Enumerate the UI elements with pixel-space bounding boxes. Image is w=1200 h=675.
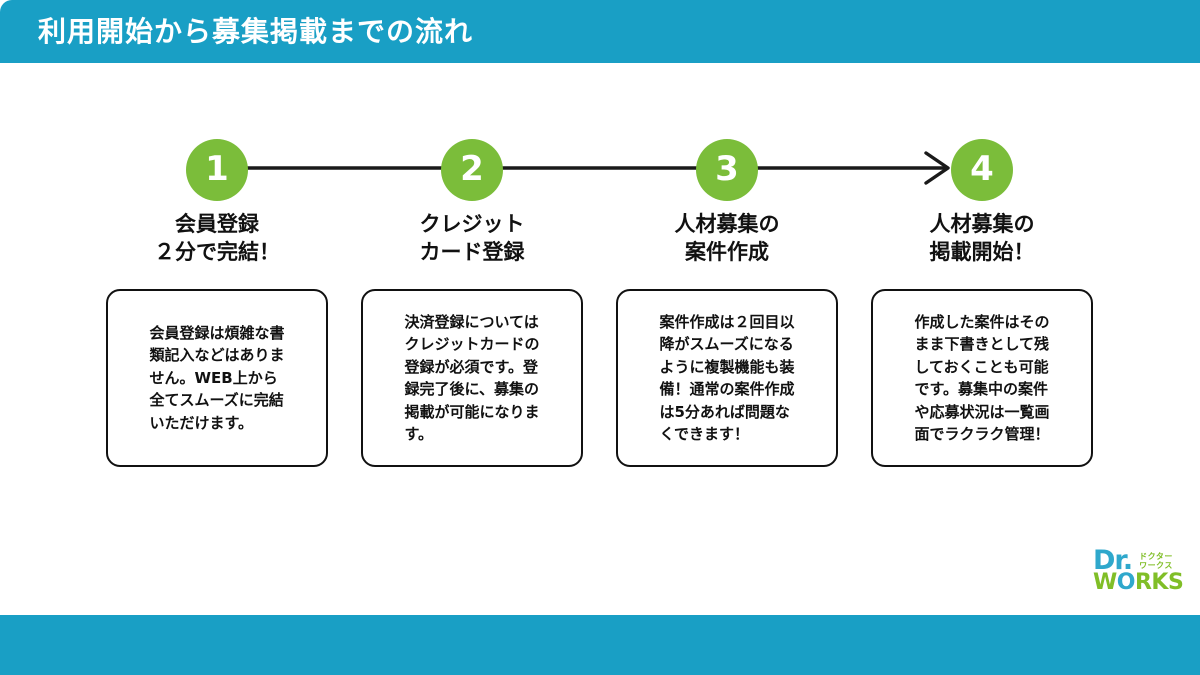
logo-works-w: W (1093, 570, 1117, 595)
step-3: 3 人材募集の 案件作成 案件作成は２回目以 降がスムーズになる ように複製機能… (616, 139, 838, 467)
step-2-description: 決済登録については クレジットカードの 登録が必須です。登 録完了後に、募集の … (404, 312, 540, 444)
step-1: 1 会員登録 ２分で完結！ 会員登録は煩雑な書 類記入などはありま せん。WEB… (106, 139, 328, 467)
step-3-description: 案件作成は２回目以 降がスムーズになる ように複製機能も装 備！通常の案件作成 … (659, 312, 795, 444)
logo-katakana-text: ドクター ワークス (1139, 552, 1173, 570)
step-3-number: 3 (715, 149, 739, 189)
step-3-description-box: 案件作成は２回目以 降がスムーズになる ように複製機能も装 備！通常の案件作成 … (616, 289, 838, 467)
step-4-number: 4 (970, 149, 994, 189)
step-2-number: 2 (460, 149, 484, 189)
step-1-description: 会員登録は煩雑な書 類記入などはありま せん。WEB上から 全てスムーズに完結 … (149, 323, 285, 432)
step-4-circle: 4 (951, 139, 1013, 201)
step-2-title: クレジット カード登録 (419, 212, 525, 264)
step-1-circle: 1 (186, 139, 248, 201)
logo-works-o: O (1116, 570, 1136, 595)
step-4-description-box: 作成した案件はその まま下書きとして残 しておくことも可能 です。募集中の案件 … (871, 289, 1093, 467)
step-4-title: 人材募集の 掲載開始！ (929, 212, 1035, 264)
header-bar: 利用開始から募集掲載までの流れ (0, 0, 1200, 63)
step-2: 2 クレジット カード登録 決済登録については クレジットカードの 登録が必須で… (361, 139, 583, 467)
logo-top-row: Dr. ドクター ワークス (1093, 545, 1193, 576)
step-3-circle: 3 (696, 139, 758, 201)
step-4: 4 人材募集の 掲載開始！ 作成した案件はその まま下書きとして残 しておくこと… (871, 139, 1093, 467)
step-2-description-box: 決済登録については クレジットカードの 登録が必須です。登 録完了後に、募集の … (361, 289, 583, 467)
step-3-title: 人材募集の 案件作成 (674, 212, 780, 264)
flow-arrow (216, 151, 950, 185)
logo-works-text: WORKS (1093, 572, 1193, 594)
logo-dr-text: Dr. (1093, 545, 1133, 576)
step-1-description-box: 会員登録は煩雑な書 類記入などはありま せん。WEB上から 全てスムーズに完結 … (106, 289, 328, 467)
step-2-circle: 2 (441, 139, 503, 201)
footer-bar (0, 615, 1200, 675)
step-1-number: 1 (205, 149, 229, 189)
page-title: 利用開始から募集掲載までの流れ (38, 15, 474, 48)
step-1-title: 会員登録 ２分で完結！ (154, 212, 280, 264)
logo-works-rks: RKS (1134, 570, 1184, 595)
step-4-description: 作成した案件はその まま下書きとして残 しておくことも可能 です。募集中の案件 … (914, 312, 1050, 444)
dr-works-logo: Dr. ドクター ワークス WORKS (1093, 545, 1193, 594)
